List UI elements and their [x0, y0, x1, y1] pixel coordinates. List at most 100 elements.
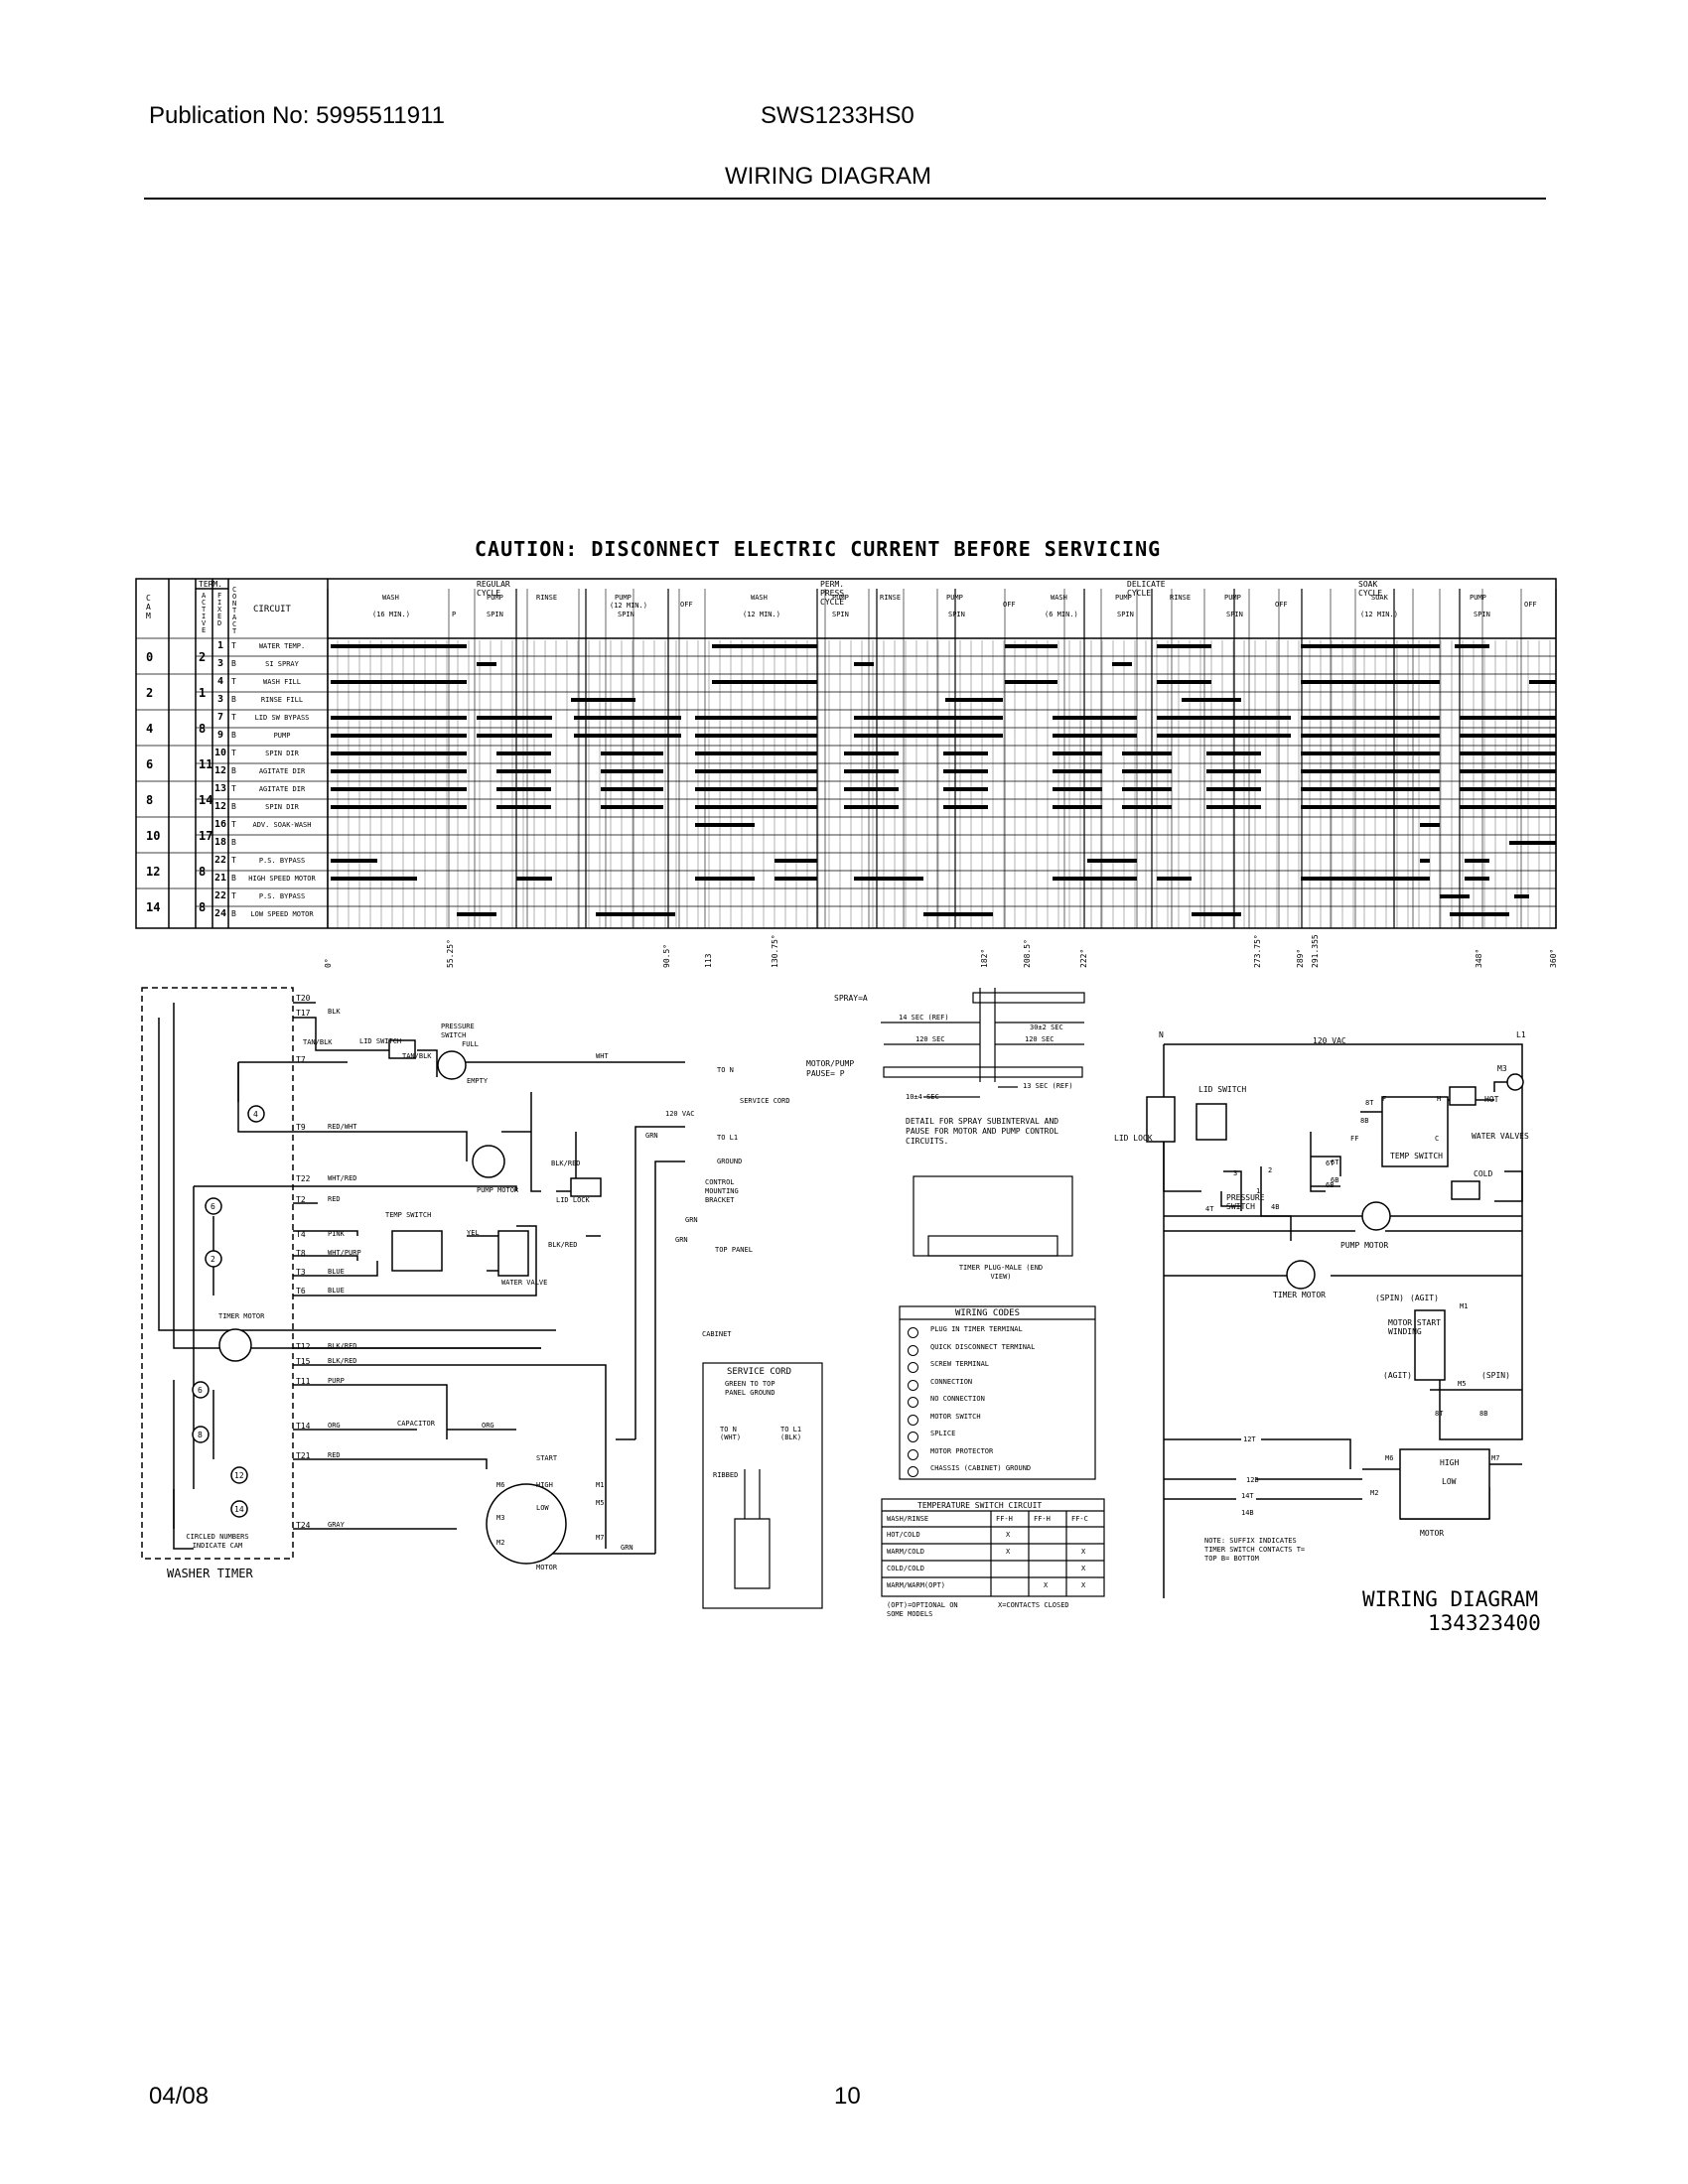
wire-label: BLK: [328, 1008, 341, 1016]
timer-bar: [331, 805, 467, 809]
row-contact: B: [231, 695, 236, 704]
phase-soak: SOAK: [1371, 594, 1388, 602]
phase-rinse-pp: RINSE: [880, 594, 902, 602]
row-contact: B: [231, 731, 236, 740]
timer-bar: [516, 877, 552, 881]
row-circuit: SPIN DIR: [265, 750, 299, 757]
diagram-title: WIRING DIAGRAM: [1362, 1587, 1539, 1611]
timer-bar: [1460, 787, 1556, 791]
timer-bar: [574, 716, 681, 720]
temp-table-note-left: (OPT)=OPTIONAL ON SOME MODELS: [887, 1601, 958, 1618]
timer-terminal: T4: [296, 1230, 306, 1239]
timer-bar: [1465, 877, 1489, 881]
wire-label: LID SWITCH: [359, 1037, 402, 1045]
row-active: 8: [199, 865, 207, 879]
timer-bar: [1122, 805, 1172, 809]
timer-bar: [1460, 751, 1556, 755]
spray-time: 13 SEC (REF): [1023, 1082, 1073, 1090]
row-circuit: LOW SPEED MOTOR: [250, 910, 314, 918]
service-cord-line2: PANEL GROUND: [725, 1389, 775, 1397]
timer-bar: [601, 805, 663, 809]
timer-terminal: T14: [296, 1422, 311, 1431]
timer-bar: [854, 662, 874, 666]
timer-bar: [943, 805, 988, 809]
schematic-contact: FF: [1350, 1135, 1359, 1143]
timer-bar: [844, 787, 899, 791]
timer-bar: [1005, 644, 1057, 648]
phase-spin2: SPIN: [618, 611, 634, 618]
wire-label: WHT: [596, 1052, 609, 1060]
row-fixed: 9: [216, 730, 224, 741]
phase-spin: SPIN: [487, 611, 503, 618]
spray-label: SPRAY=A: [834, 994, 868, 1003]
temp-table-cell: X: [1081, 1581, 1086, 1589]
temp-table-header: FF-H: [996, 1515, 1013, 1523]
circuit-header: CIRCUIT: [253, 605, 291, 614]
timer-bar: [1206, 805, 1261, 809]
timer-bar: [596, 912, 675, 916]
phase-pump-d: PUMP: [1115, 594, 1132, 602]
schematic-contact: 12T: [1243, 1435, 1256, 1443]
timer-bar: [695, 877, 755, 881]
washer-timer-title: WASHER TIMER: [167, 1567, 253, 1580]
active-header: ACTIVE: [202, 592, 207, 634]
wiring-code-item: NO CONNECTION: [930, 1395, 985, 1403]
row-circuit: LID SW BYPASS: [254, 714, 310, 722]
timer-bar: [1182, 698, 1241, 702]
timer-bar: [943, 787, 988, 791]
phase-off-s: OFF: [1524, 601, 1537, 609]
timer-terminal: T17: [296, 1009, 311, 1018]
schematic-contact: M7: [1491, 1454, 1500, 1462]
phase-pump2: PUMP: [615, 594, 632, 602]
wire-label: BLK/RED: [328, 1357, 357, 1365]
schematic-contact: 3: [1233, 1169, 1238, 1177]
spray-detail-note: DETAIL FOR SPRAY SUBINTERVAL AND PAUSE F…: [906, 1117, 1059, 1146]
component-label: LOW: [536, 1504, 549, 1512]
wire-label: BLUE: [328, 1268, 345, 1276]
wiring-code-icon: [908, 1379, 918, 1391]
fixed-header: FIXED: [217, 592, 222, 627]
schematic-label: LOW: [1442, 1477, 1457, 1486]
angle-tick: 182°: [980, 948, 989, 968]
row-circuit: RINSE FILL: [260, 696, 304, 704]
timer-bar: [943, 751, 988, 755]
phase-spin-d2: SPIN: [1226, 611, 1243, 618]
timer-bar: [1112, 662, 1132, 666]
service-cord-line1: GREEN TO TOP: [725, 1380, 775, 1388]
wire-label: PURP: [328, 1377, 345, 1385]
wire-label: BLUE: [328, 1287, 345, 1295]
timer-terminal: T24: [296, 1521, 311, 1530]
timer-bar: [1420, 859, 1430, 863]
timer-terminal: T20: [296, 994, 311, 1003]
service-cord-to-l1: TO L1 (BLK): [780, 1426, 802, 1441]
row-contact: B: [231, 909, 236, 918]
angle-tick: 348°: [1475, 948, 1483, 968]
timer-bar: [1122, 787, 1172, 791]
timer-terminal: T6: [296, 1287, 306, 1296]
schematic-contact: 12B: [1246, 1476, 1259, 1484]
wire-label: PINK: [328, 1230, 345, 1238]
timer-bar: [774, 877, 817, 881]
timer-terminal: T15: [296, 1357, 311, 1366]
timer-bar: [1053, 769, 1102, 773]
row-cam: 4: [146, 722, 154, 736]
temp-table-cell: HOT/COLD: [887, 1531, 920, 1539]
spray-time: 120 SEC: [1025, 1035, 1055, 1043]
timer-bar: [1053, 734, 1137, 738]
timer-bar: [331, 716, 467, 720]
timer-terminal: T12: [296, 1342, 311, 1351]
component-label: WATER VALVE: [501, 1279, 548, 1287]
row-fixed: 24: [213, 908, 227, 919]
wire-label: BLK/RED: [551, 1160, 581, 1167]
timer-bar: [1053, 787, 1102, 791]
wiring-code-icon: [908, 1344, 918, 1356]
component-label: LID LOCK: [556, 1196, 590, 1204]
wiring-code-item: SPLICE: [930, 1430, 956, 1437]
phase-rinse: RINSE: [536, 594, 558, 602]
schematic-label: 120 VAC: [1313, 1036, 1346, 1045]
timer-bar: [1301, 877, 1430, 881]
cam-12: 12: [234, 1471, 244, 1480]
component-label: HIGH: [536, 1481, 553, 1489]
schematic-label: MOTOR: [1420, 1529, 1445, 1538]
component-label: MOTOR: [536, 1564, 558, 1571]
